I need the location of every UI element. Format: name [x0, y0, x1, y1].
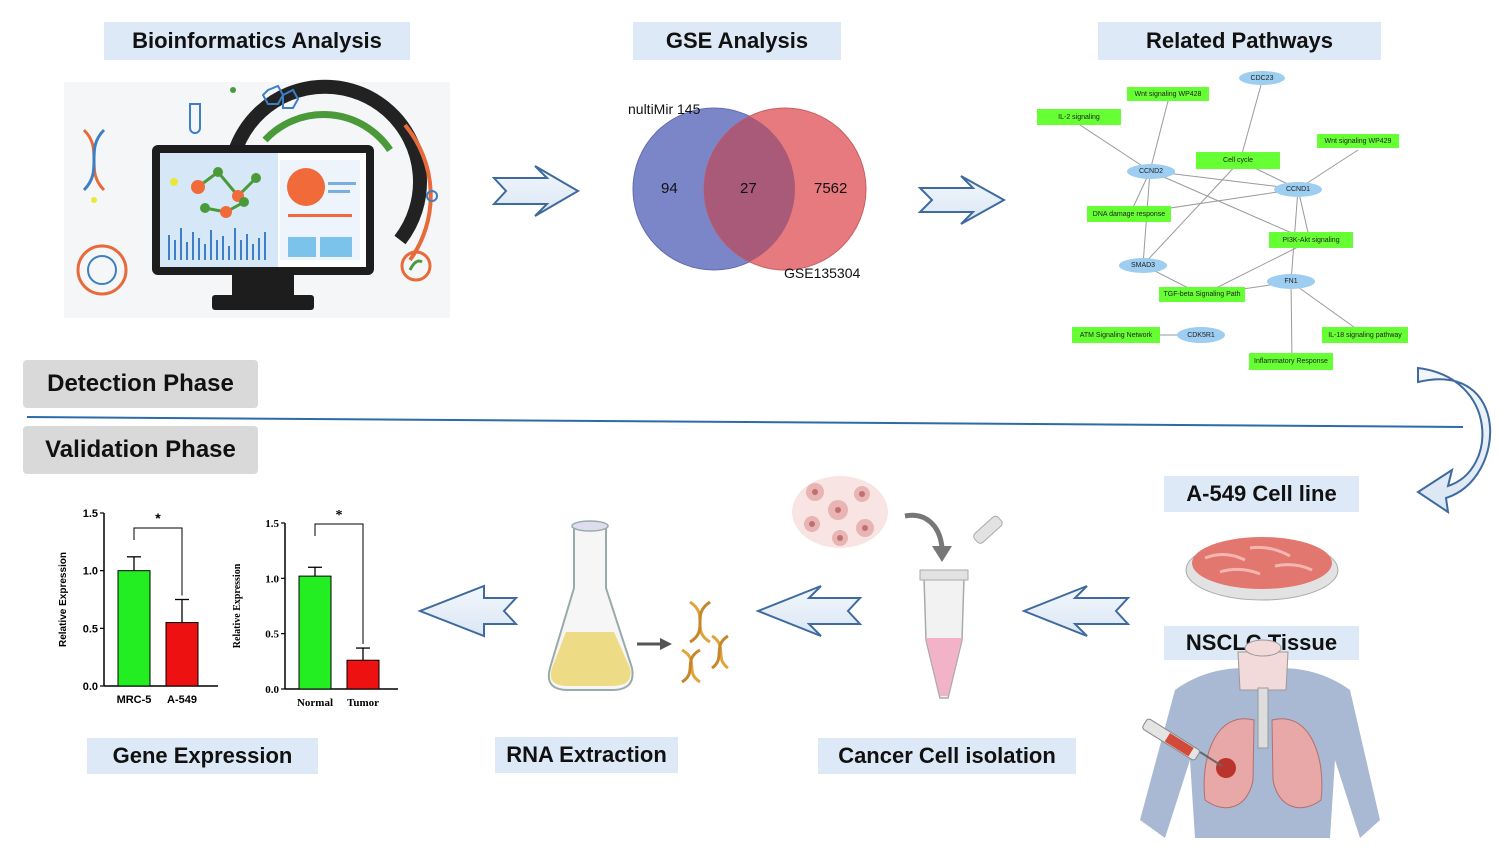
- flask-illustration: [547, 520, 634, 691]
- pathway-node: Wnt signaling WP429: [1317, 134, 1399, 148]
- venn-left-count: 94: [661, 180, 678, 197]
- pathway-node: IL-18 signaling pathway: [1322, 327, 1408, 343]
- label-bioinformatics: Bioinformatics Analysis: [104, 22, 410, 60]
- pathway-node: TGF-beta Signaling Path: [1159, 287, 1245, 302]
- bar: [117, 570, 151, 687]
- gene-node: CCND2: [1127, 164, 1175, 179]
- y-axis-label: Relative Expression: [232, 563, 243, 648]
- y-tick-label: 0.5: [265, 629, 279, 641]
- pathway-node: Cell cycle: [1196, 152, 1280, 169]
- x-tick-label: Tumor: [347, 697, 379, 709]
- significance-bracket: [133, 527, 183, 596]
- curved-arrow-pathways-to-cellline: [1416, 366, 1492, 515]
- arrow-tissue-to-isolation: [1021, 585, 1131, 637]
- arrow-rna-to-expression: [417, 584, 519, 638]
- pathway-node: Wnt signaling WP428: [1127, 87, 1209, 101]
- arrow-gse-to-pathways: [917, 175, 1007, 225]
- gene-node: CCND1: [1274, 182, 1322, 197]
- bar: [346, 659, 380, 690]
- gene-node: CDK5R1: [1177, 327, 1225, 343]
- pathway-node: ATM Signaling Network: [1072, 327, 1160, 343]
- pathway-node: IL-2 signaling: [1037, 109, 1121, 125]
- phase-divider: [26, 416, 1464, 428]
- gene-node: CDC23: [1239, 71, 1285, 85]
- gene-node: SMAD3: [1119, 258, 1167, 273]
- cells-illustration: [792, 476, 888, 548]
- venn-overlap-count: 27: [740, 180, 757, 197]
- y-tick-label: 1.5: [83, 508, 98, 520]
- significance-marker: *: [155, 510, 161, 526]
- y-tick-label: 0.0: [265, 684, 279, 696]
- network-edges: [1079, 84, 1366, 362]
- phase-detection: Detection Phase: [23, 360, 258, 408]
- y-axis-label: Relative Expression: [58, 552, 69, 647]
- x-tick-label: A-549: [167, 694, 197, 706]
- label-cancer-isolation: Cancer Cell isolation: [818, 738, 1076, 774]
- significance-bracket: [314, 523, 364, 645]
- x-tick-label: Normal: [297, 697, 333, 709]
- venn-right-count: 7562: [814, 180, 848, 197]
- tube-illustration: [919, 515, 1003, 699]
- nsclc-illustration: [1140, 639, 1380, 838]
- bar: [165, 622, 199, 687]
- label-rna: RNA Extraction: [495, 737, 678, 773]
- arrow-bio-to-gse: [491, 165, 580, 217]
- pathway-node: PI3K-Akt signaling: [1269, 232, 1353, 248]
- label-pathways: Related Pathways: [1098, 22, 1381, 60]
- x-tick-label: MRC-5: [117, 694, 152, 706]
- gene-node: FN1: [1267, 274, 1315, 289]
- label-cell-line: A-549 Cell line: [1164, 476, 1359, 512]
- y-tick-label: 0.5: [83, 623, 98, 635]
- dna-icon: [681, 600, 729, 684]
- arrow-isolation-to-rna: [755, 585, 863, 637]
- venn-left-label: nultiMir 145: [628, 101, 701, 117]
- phase-validation: Validation Phase: [23, 426, 258, 474]
- venn-diagram: [632, 107, 867, 271]
- y-tick-label: 1.0: [265, 573, 279, 585]
- y-tick-label: 1.0: [83, 566, 98, 578]
- y-tick-label: 0.0: [83, 681, 98, 693]
- bar: [298, 575, 332, 690]
- label-gene-expression: Gene Expression: [87, 738, 318, 774]
- bioinformatics-illustration: [64, 79, 450, 318]
- venn-right-label: GSE135304: [784, 265, 861, 281]
- label-gse: GSE Analysis: [633, 22, 841, 60]
- y-tick-label: 1.5: [265, 518, 279, 530]
- pathway-node: DNA damage response: [1087, 206, 1171, 222]
- significance-marker: *: [336, 508, 343, 523]
- cells-to-tube-arrow: [904, 512, 945, 549]
- venn-overlap: [704, 108, 795, 270]
- petri-dish: [1185, 537, 1339, 601]
- pathway-node: Inflammatory Response: [1249, 353, 1333, 370]
